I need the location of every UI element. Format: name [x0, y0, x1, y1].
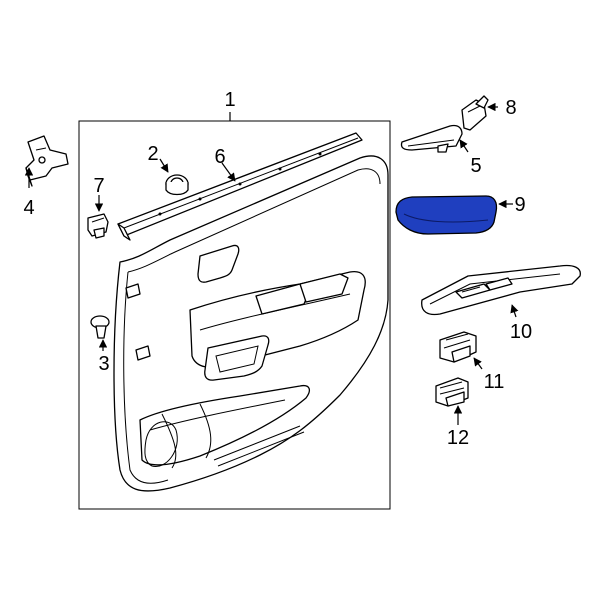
leader-line-11 — [473, 357, 483, 370]
push-clip-part-3 — [90, 315, 110, 339]
callout-6: 6 — [214, 146, 225, 168]
leader-line-5 — [459, 139, 469, 153]
callout-11: 11 — [484, 371, 505, 393]
belt-weatherstrip-part-6 — [117, 132, 363, 241]
bracket-part-4 — [25, 135, 69, 187]
callout-1: 1 — [224, 89, 235, 111]
bracket-part-8 — [461, 95, 489, 131]
leader-line-6 — [221, 162, 236, 182]
switch-panel-part-10 — [421, 264, 581, 316]
callout-2: 2 — [147, 143, 158, 165]
callout-8: 8 — [505, 97, 516, 119]
callout-10: 10 — [510, 321, 532, 343]
switch-part-12 — [435, 377, 469, 407]
door-panel-assembly-frame — [78, 120, 391, 510]
switch-part-11 — [439, 331, 477, 363]
callout-3: 3 — [98, 353, 109, 375]
door-trim-panel — [113, 155, 389, 492]
leader-line-10 — [510, 304, 519, 318]
callout-12: 12 — [447, 427, 469, 449]
armrest-part-9 — [395, 195, 498, 235]
clip-part-7 — [87, 213, 109, 239]
leader-line-2 — [159, 158, 169, 173]
cover-part-5 — [400, 124, 463, 153]
callout-7: 7 — [93, 175, 104, 197]
callout-4: 4 — [23, 197, 34, 219]
clip-part-2 — [165, 174, 189, 196]
callout-9: 9 — [514, 194, 525, 216]
callout-5: 5 — [470, 155, 481, 177]
